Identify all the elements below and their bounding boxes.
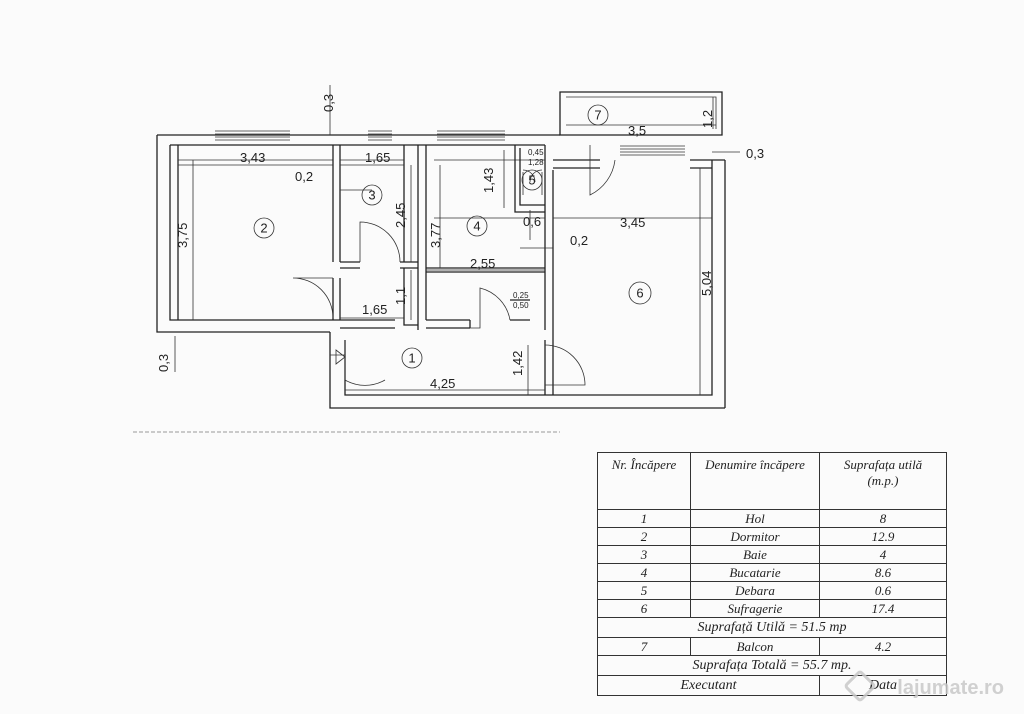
legend-row: 7 Balcon 4.2 (597, 637, 947, 656)
legend-header-area: Suprafața utilă (m.p.) (819, 452, 947, 510)
legend-row-area: 12.9 (819, 527, 947, 546)
legend-row-nr: 2 (597, 527, 691, 546)
dim-03-left: 0,3 (156, 354, 171, 372)
dim-045: 0,45 (528, 148, 544, 157)
dim-02-b: 0,2 (570, 233, 588, 248)
legend-header-area-line2: (m.p.) (867, 473, 899, 488)
legend-useful-total-row: Suprafață Utilă = 51.5 mp (597, 617, 947, 638)
watermark-text: lajumate.ro (897, 677, 1004, 699)
room-4-number: 4 (473, 219, 480, 234)
legend-row: 2 Dormitor 12.9 (597, 527, 947, 546)
legend-row-nr: 1 (597, 509, 691, 528)
dim-255: 2,55 (470, 256, 495, 271)
legend-row-area: 8 (819, 509, 947, 528)
room-legend-table: Nr. Încăpere Denumire încăpere Suprafața… (597, 452, 947, 696)
dim-165-b: 1,65 (362, 302, 387, 317)
legend-row-nr: 7 (597, 637, 691, 656)
dim-12: 1,2 (700, 110, 715, 128)
legend-row-nr: 4 (597, 563, 691, 582)
legend-row-area: 17.4 (819, 599, 947, 618)
legend-row: 1 Hol 8 (597, 509, 947, 528)
legend-total-row: Suprafața Totală = 55.7 mp. (597, 655, 947, 676)
legend-row-name: Debara (690, 581, 820, 600)
legend-row-area: 0.6 (819, 581, 947, 600)
legend-row-nr: 6 (597, 599, 691, 618)
room-2-number: 2 (260, 221, 267, 236)
legend-total: Suprafața Totală = 55.7 mp. (597, 655, 947, 676)
legend-header-name: Denumire încăpere (690, 452, 820, 510)
dim-025: 0,25 (513, 291, 529, 300)
legend-row-name: Bucatarie (690, 563, 820, 582)
legend-row-name: Baie (690, 545, 820, 564)
dimension-lines (174, 85, 740, 395)
legend-date: Data (819, 675, 947, 696)
legend-row-area: 8.6 (819, 563, 947, 582)
legend-row-nr: 5 (597, 581, 691, 600)
dim-03-right: 0,3 (746, 146, 764, 161)
dim-03-top: 0,3 (321, 94, 336, 112)
room-1-number: 1 (408, 351, 415, 366)
dim-35: 3,5 (628, 123, 646, 138)
legend-executant: Executant (597, 675, 820, 696)
room-3-number: 3 (368, 188, 375, 203)
legend-row-nr: 3 (597, 545, 691, 564)
legend-row-name: Balcon (690, 637, 820, 656)
floor-plan: 3,43 0,2 3,75 1,65 2,45 1,1 1,65 0,3 0,3… (133, 85, 764, 433)
room-7-number: 7 (594, 108, 601, 123)
legend-row: 4 Bucatarie 8.6 (597, 563, 947, 582)
room-markers: 1 2 3 4 5 6 7 (253, 104, 652, 369)
legend-row-name: Sufragerie (690, 599, 820, 618)
legend-header-row: Nr. Încăpere Denumire încăpere Suprafața… (597, 452, 947, 510)
dim-143: 1,43 (481, 168, 496, 193)
doors (292, 145, 616, 386)
legend-header-nr: Nr. Încăpere (597, 452, 691, 510)
dim-375: 3,75 (175, 223, 190, 248)
dim-345: 3,45 (620, 215, 645, 230)
legend-useful-total: Suprafață Utilă = 51.5 mp (597, 617, 947, 638)
legend-row-area: 4 (819, 545, 947, 564)
dim-142: 1,42 (510, 351, 525, 376)
legend-header-area-line1: Suprafața utilă (843, 457, 923, 472)
legend-row-area: 4.2 (819, 637, 947, 656)
legend-row-name: Dormitor (690, 527, 820, 546)
dim-165-a: 1,65 (365, 150, 390, 165)
dim-11: 1,1 (393, 287, 408, 305)
legend-row: 3 Baie 4 (597, 545, 947, 564)
dim-343: 3,43 (240, 150, 265, 165)
dim-425: 4,25 (430, 376, 455, 391)
legend-executant-row: Executant Data (597, 675, 947, 696)
legend-row: 6 Sufragerie 17.4 (597, 599, 947, 618)
walls (156, 91, 726, 409)
dim-128: 1,28 (528, 158, 544, 167)
dim-06: 0,6 (523, 214, 541, 229)
dim-050: 0,50 (513, 301, 529, 310)
legend-row-name: Hol (690, 509, 820, 528)
dim-245: 2,45 (393, 203, 408, 228)
legend-row: 5 Debara 0.6 (597, 581, 947, 600)
room-6-number: 6 (636, 286, 643, 301)
dim-02-a: 0,2 (295, 169, 313, 184)
room-5-number: 5 (528, 173, 535, 188)
dim-377: 3,77 (428, 223, 443, 248)
dim-504: 5,04 (699, 271, 714, 296)
